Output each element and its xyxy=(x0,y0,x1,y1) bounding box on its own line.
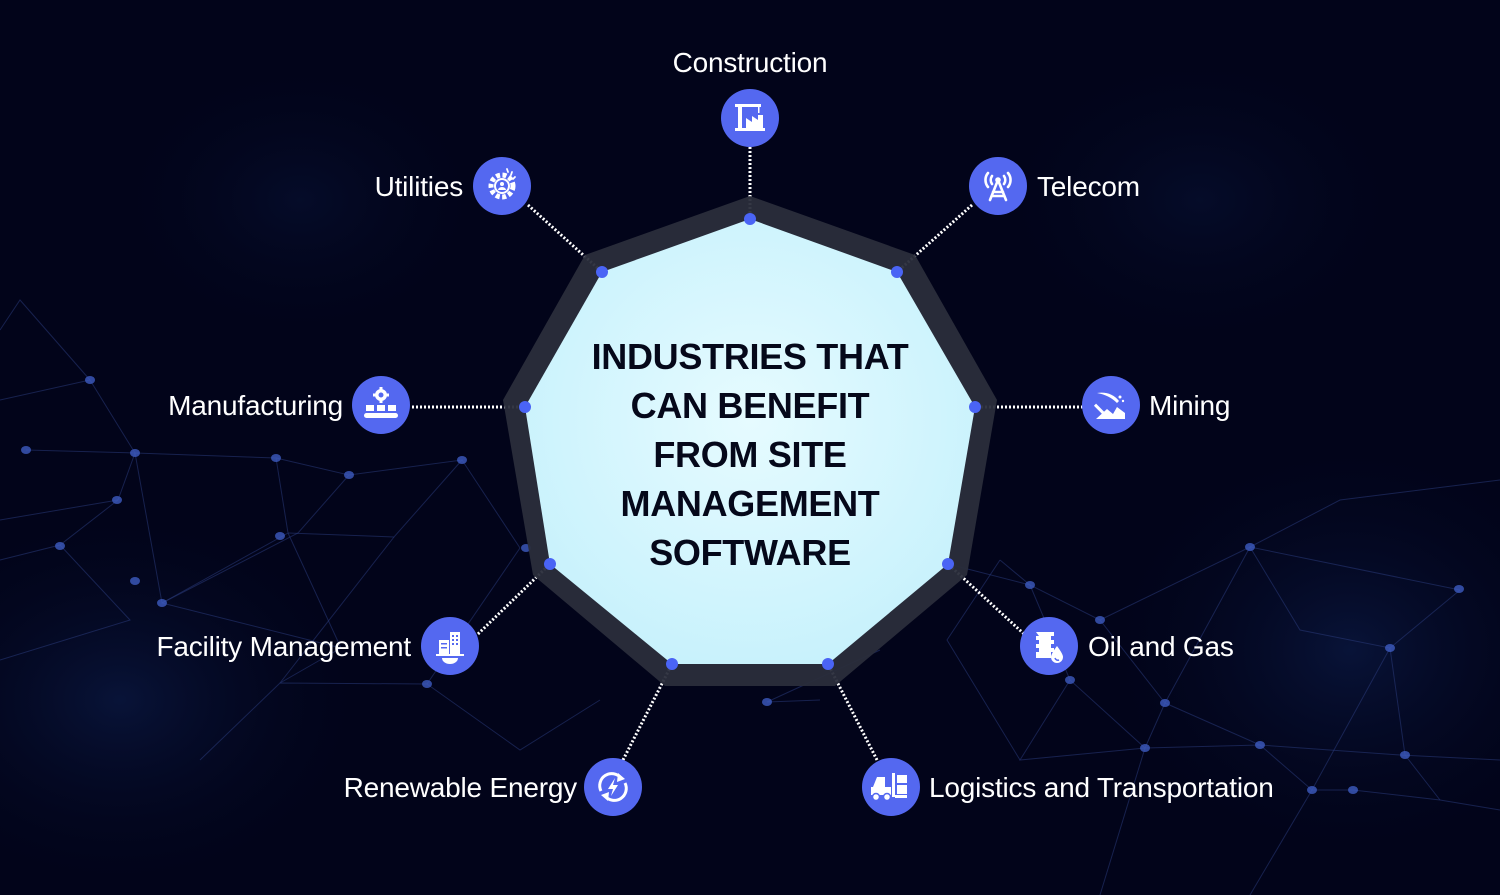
network-nodes xyxy=(21,376,1464,794)
forklift-icon xyxy=(862,758,920,816)
title-line: FROM SITE xyxy=(653,434,847,475)
title-line: MANAGEMENT xyxy=(620,483,880,524)
oil-barrel-drop-icon xyxy=(1020,617,1078,675)
crane-construction-icon xyxy=(721,89,779,147)
industry-label-logistics: Logistics and Transportation xyxy=(929,772,1274,803)
conveyor-gear-icon xyxy=(352,376,410,434)
background-glow xyxy=(0,40,1500,895)
center-title: INDUSTRIES THAT CAN BENEFIT FROM SITE MA… xyxy=(560,332,940,577)
title-line: CAN BENEFIT xyxy=(630,385,870,426)
radio-tower-icon xyxy=(969,157,1027,215)
title-line: SOFTWARE xyxy=(649,532,851,573)
industry-label-manufacturing: Manufacturing xyxy=(168,390,343,421)
industry-label-mining: Mining xyxy=(1149,390,1231,421)
industry-label-renewable-energy: Renewable Energy xyxy=(343,772,578,803)
building-gear-icon xyxy=(421,617,479,675)
industry-label-construction: Construction xyxy=(672,47,828,78)
industry-label-oil-and-gas: Oil and Gas xyxy=(1088,631,1234,662)
center-nonagon xyxy=(525,219,975,664)
anchor-dots xyxy=(519,213,981,670)
gear-user-icon xyxy=(473,157,531,215)
industry-label-telecom: Telecom xyxy=(1037,171,1140,202)
title-line: INDUSTRIES THAT xyxy=(591,336,909,377)
renewable-energy-cycle-icon xyxy=(584,758,642,816)
industry-label-utilities: Utilities xyxy=(374,171,464,202)
pickaxe-mining-icon xyxy=(1082,376,1140,434)
industry-label-facility-management: Facility Management xyxy=(156,631,411,662)
